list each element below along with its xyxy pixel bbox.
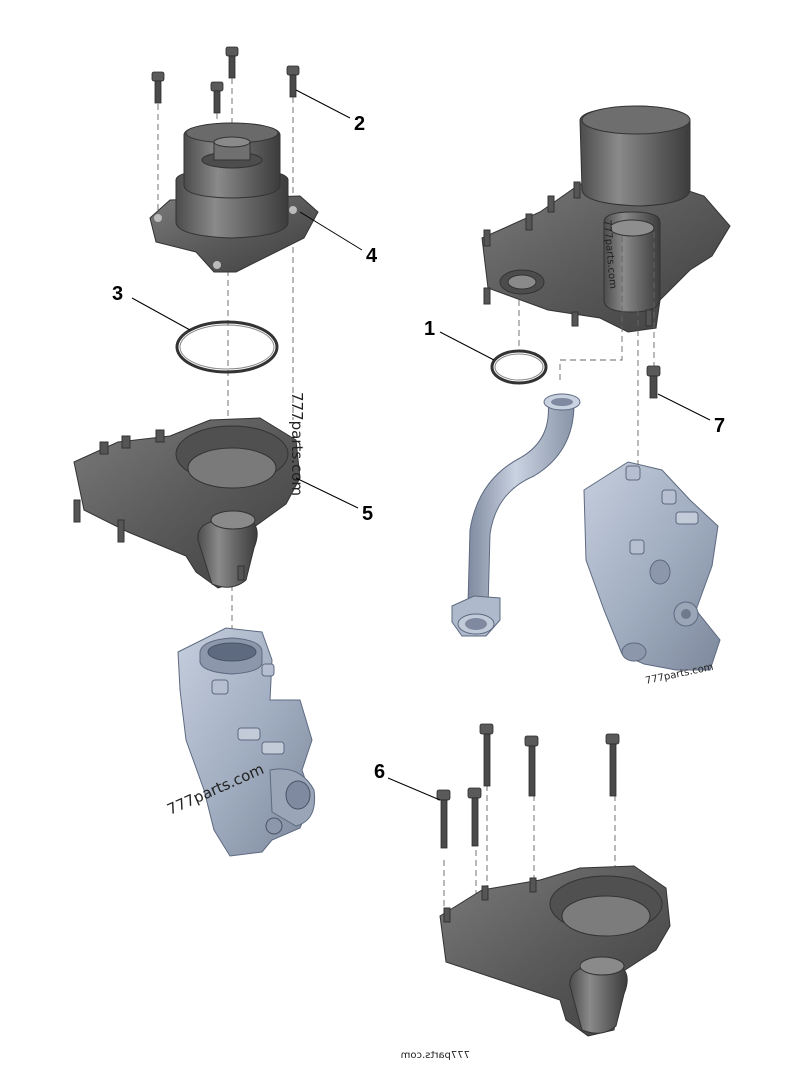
coolant-tube (451, 393, 581, 637)
bolt (225, 46, 239, 79)
callout-1: 1 (424, 318, 435, 340)
thermostat-housing-right: 777parts.com (583, 461, 721, 687)
bolt (210, 81, 224, 114)
callout-6: 6 (374, 761, 385, 783)
pump-housing-bottom-right (439, 865, 671, 1037)
water-pump-assembly-right: 777parts.com (481, 105, 731, 333)
bolt (467, 787, 482, 847)
callout-5: 5 (362, 503, 373, 525)
bolt (479, 723, 494, 787)
bolt (605, 733, 620, 797)
water-pump-cover-item-4 (149, 122, 319, 273)
o-ring-item-3 (175, 320, 279, 374)
bolts-item-6 (436, 723, 620, 849)
bolts-item-2 (151, 46, 300, 114)
leader-lines (131, 89, 711, 801)
watermark-housing-left: 777parts.com (288, 392, 306, 496)
callout-3: 3 (112, 283, 123, 305)
callout-labels: 1 2 3 4 5 6 7 (112, 113, 725, 783)
callout-7: 7 (714, 415, 725, 437)
bolt (524, 735, 539, 797)
bolt (151, 71, 165, 104)
o-ring-item-1 (490, 349, 548, 385)
bolt (286, 65, 300, 98)
bolt (436, 789, 451, 849)
callout-4: 4 (366, 245, 378, 267)
watermark-footer: 777parts.com (401, 1050, 470, 1061)
pump-housing-item-5: 777parts.com (73, 392, 306, 589)
assembly-lines-right (443, 232, 655, 925)
bolt-item-7 (646, 365, 661, 399)
thermostat-housing-left: 777parts.com (164, 627, 316, 857)
callout-2: 2 (354, 113, 365, 135)
